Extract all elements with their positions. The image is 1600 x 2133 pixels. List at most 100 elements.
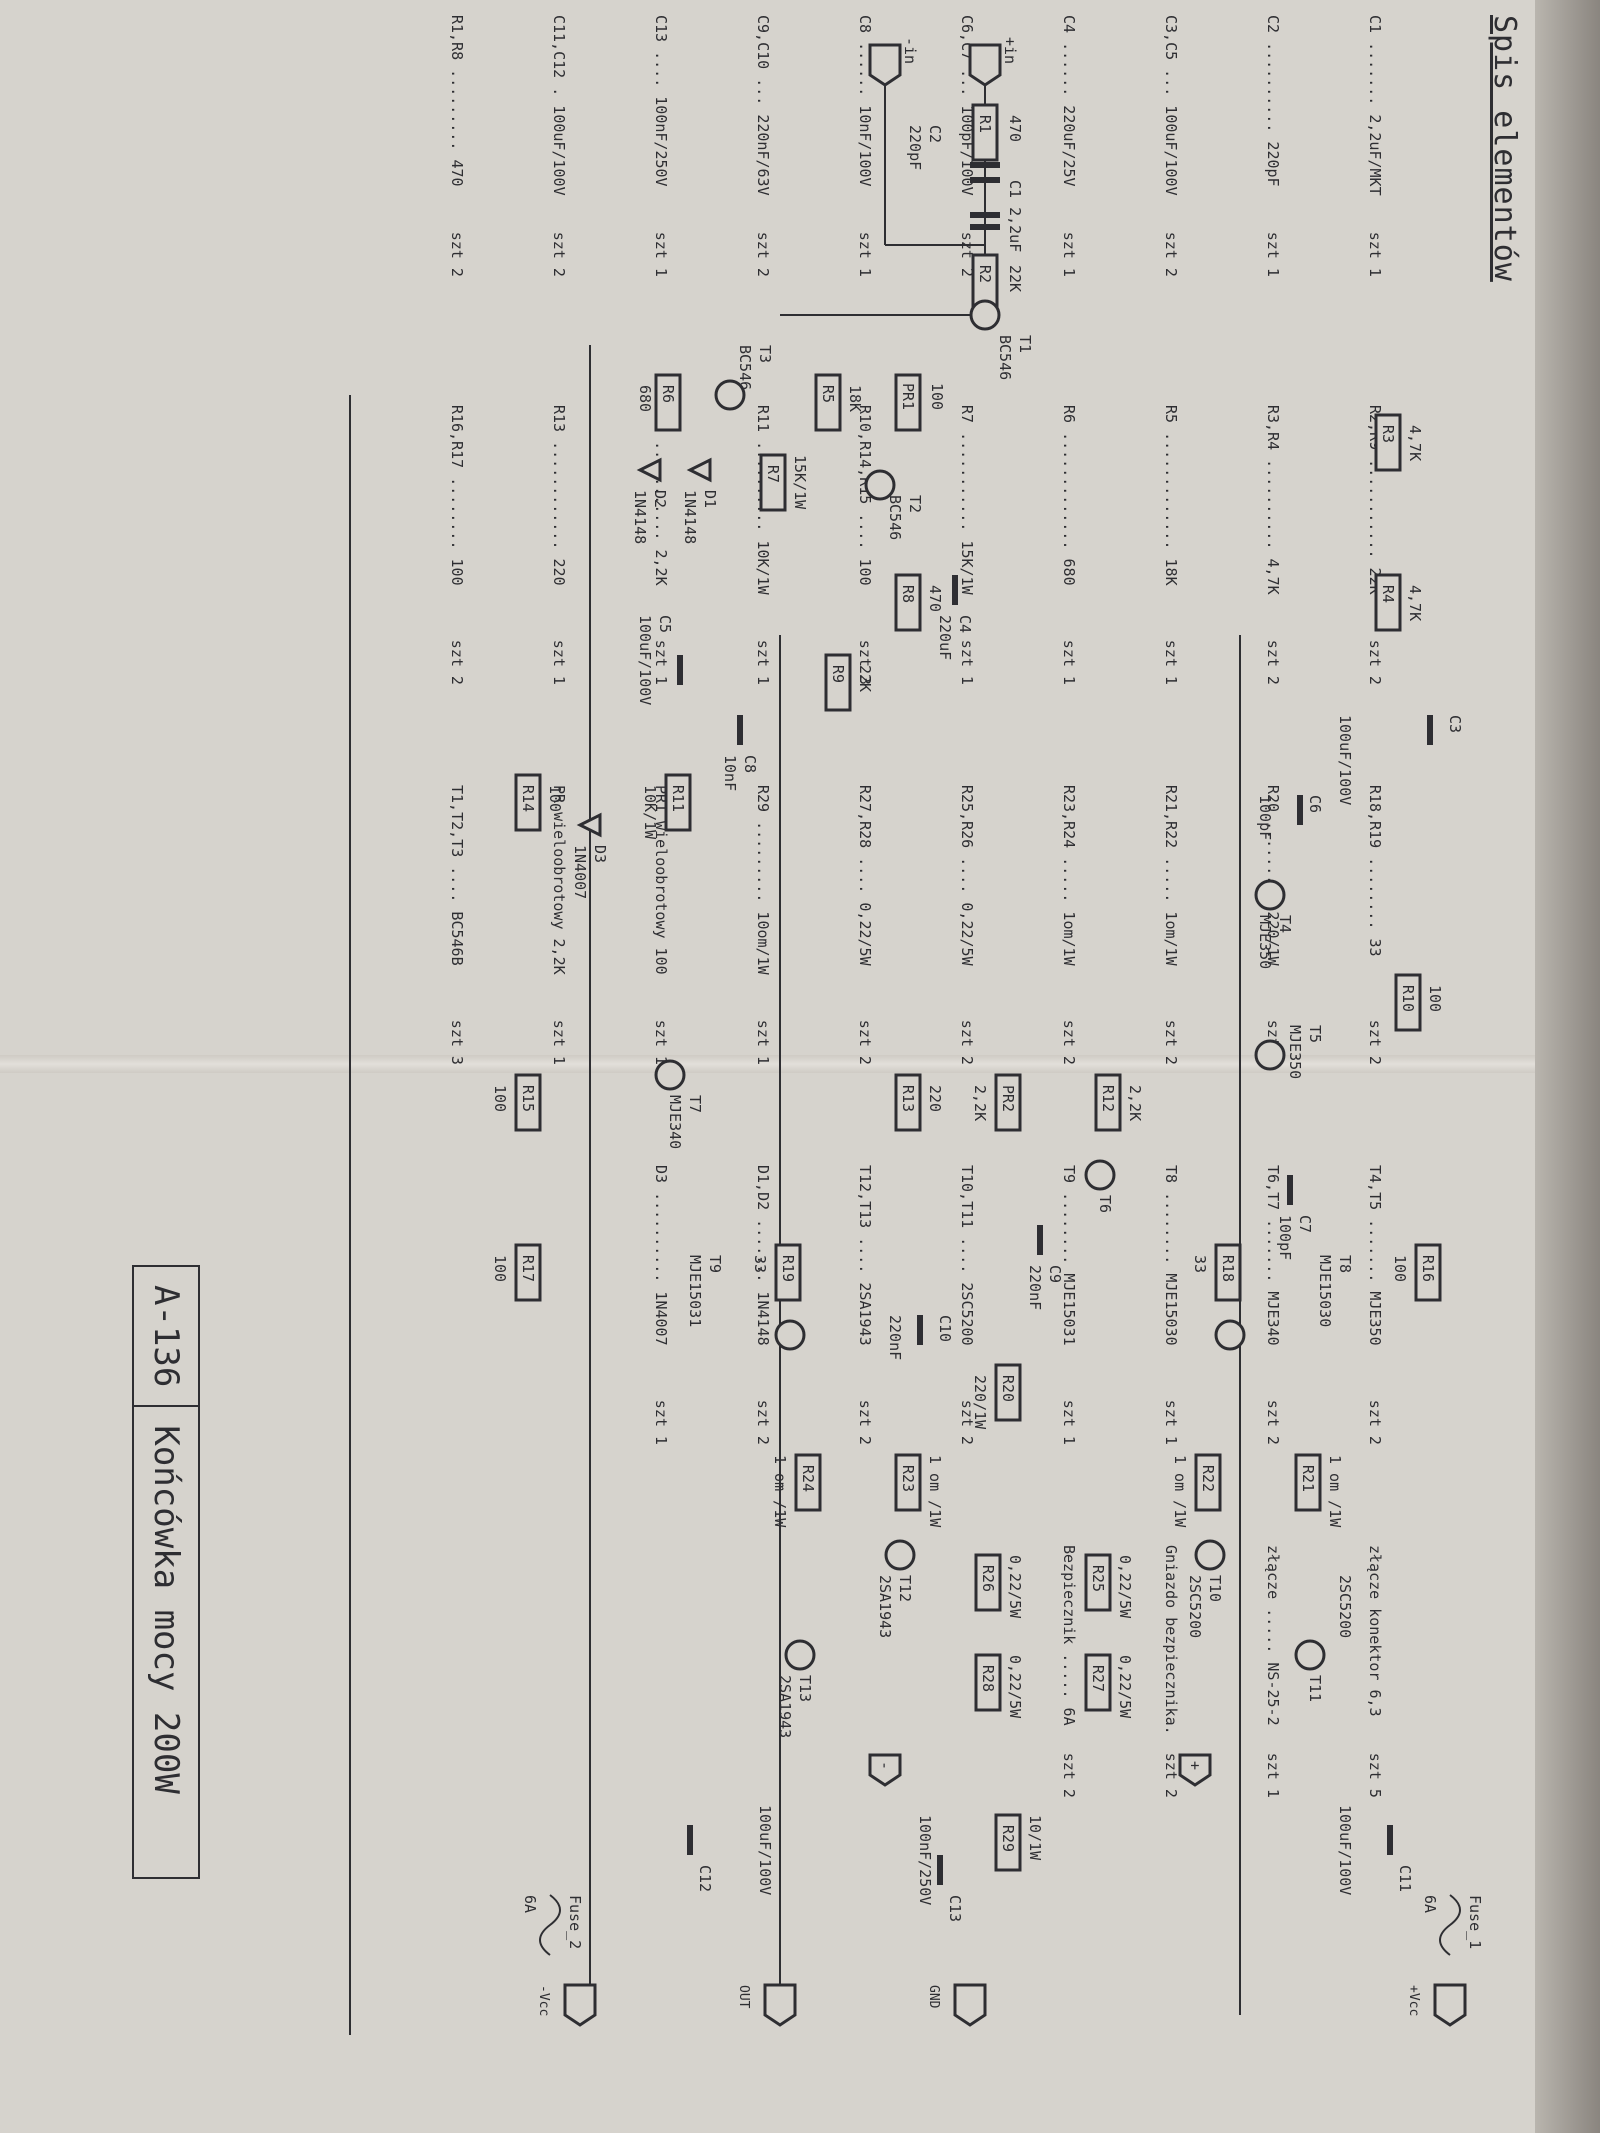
r14-value: 100 xyxy=(546,785,564,812)
d2-ref: D2 xyxy=(651,490,669,508)
t13-ref: T13 xyxy=(796,1675,814,1702)
in-minus-connector[interactable] xyxy=(868,43,902,87)
t9-symbol xyxy=(774,1319,806,1351)
c1-label: C1 2,2uF xyxy=(1006,180,1024,252)
r13-value: 220 xyxy=(926,1085,944,1112)
r26-value: 0,22/5W xyxy=(1006,1555,1024,1619)
r25-ref: R25 xyxy=(1089,1565,1107,1592)
r24-body xyxy=(794,1453,822,1512)
r5-value: 18K xyxy=(846,385,864,412)
r21-value: 1 om /1W xyxy=(1326,1455,1344,1528)
t10-symbol xyxy=(1194,1539,1226,1571)
t4-symbol xyxy=(1254,879,1286,911)
c2-value: 220pF xyxy=(906,125,924,170)
r9-ref: R9 xyxy=(829,665,847,683)
d1-ref: D1 xyxy=(701,490,719,508)
t9-type: MJE15031 xyxy=(686,1255,704,1327)
vcc-minus-connector[interactable] xyxy=(563,1983,597,2027)
r3-ref: R3 xyxy=(1379,425,1397,443)
r27-value: 0,22/5W xyxy=(1116,1655,1134,1719)
r8-ref: R8 xyxy=(899,585,917,603)
plus-connector[interactable] xyxy=(1178,1753,1212,1787)
r19-value: 33 xyxy=(751,1255,769,1273)
out-label: OUT xyxy=(736,1985,751,2009)
r12-body xyxy=(1094,1073,1122,1132)
pr1-ref: PR1 xyxy=(899,383,917,410)
t10-ref: T10 xyxy=(1206,1575,1224,1602)
r22-ref: R22 xyxy=(1199,1465,1217,1492)
c4-ref: C4 xyxy=(956,615,974,633)
r29-ref: R29 xyxy=(999,1825,1017,1852)
r15-value: 100 xyxy=(491,1085,509,1112)
r1-body xyxy=(971,103,999,162)
t12-ref: T12 xyxy=(896,1575,914,1602)
gnd-connector[interactable] xyxy=(953,1983,987,2027)
r6-ref: R6 xyxy=(659,385,677,403)
t8-ref: T8 xyxy=(1336,1255,1354,1273)
document-rotated: Spis elementów C1 ....... 2,2uF/MKT szt … xyxy=(60,15,1540,2105)
r17-value: 100 xyxy=(491,1255,509,1282)
t6-ref: T6 xyxy=(1096,1195,1114,1213)
r8-value: 470 xyxy=(926,585,944,612)
r15-body xyxy=(514,1073,542,1132)
r28-ref: R28 xyxy=(979,1665,997,1692)
c7-value: 100pF xyxy=(1276,1215,1294,1260)
r13-body xyxy=(894,1073,922,1132)
c7-ref: C7 xyxy=(1296,1215,1314,1233)
in-plus-connector[interactable] xyxy=(968,43,1002,87)
r14-ref: R14 xyxy=(519,785,537,812)
r20-body xyxy=(994,1363,1022,1422)
r12-ref: R12 xyxy=(1099,1085,1117,1112)
r7-value: 15K/1W xyxy=(791,455,809,510)
out-connector[interactable] xyxy=(763,1983,797,2027)
r12-value: 2,2K xyxy=(1126,1085,1144,1121)
r6-value: 680 xyxy=(636,385,654,412)
r21-body xyxy=(1294,1453,1322,1512)
r4-ref: R4 xyxy=(1379,585,1397,603)
r13-ref: R13 xyxy=(899,1085,917,1112)
in-plus-label: +in xyxy=(1001,37,1019,64)
r15-ref: R15 xyxy=(519,1085,537,1112)
c13-ref: C13 xyxy=(946,1895,964,1922)
minus-label: - xyxy=(876,1761,894,1770)
r18-body xyxy=(1214,1243,1242,1302)
fuse2-value: 6A xyxy=(521,1895,539,1913)
r17-body xyxy=(514,1243,542,1302)
fuse2-symbol xyxy=(539,1894,561,1956)
t2-type: BC546 xyxy=(886,495,904,540)
t8-symbol xyxy=(1214,1319,1246,1351)
d1-type: 1N4148 xyxy=(681,490,699,544)
r28-body xyxy=(974,1653,1002,1712)
r10-ref: R10 xyxy=(1399,985,1417,1012)
pr2-value: 2,2K xyxy=(971,1085,989,1121)
r18-ref: R18 xyxy=(1219,1255,1237,1282)
minus-connector[interactable] xyxy=(868,1753,902,1787)
r1-ref: R1 xyxy=(976,115,994,133)
r25-body xyxy=(1084,1553,1112,1612)
pr2-ref: PR2 xyxy=(999,1085,1017,1112)
vcc-plus-connector[interactable] xyxy=(1433,1983,1467,2027)
r24-value: 1 om /1W xyxy=(771,1455,789,1528)
r2-ref: R2 xyxy=(976,265,994,283)
r25-value: 0,22/5W xyxy=(1116,1555,1134,1619)
c10-value: 220nF xyxy=(886,1315,904,1360)
t3-symbol xyxy=(714,379,746,411)
t1-symbol xyxy=(969,299,1001,331)
r24-ref: R24 xyxy=(799,1465,817,1492)
r9-value: 22K xyxy=(856,665,874,692)
pr1-body xyxy=(894,373,922,432)
vcc-plus-label: +Vcc xyxy=(1406,1985,1421,2016)
c3-value: 100uF/100V xyxy=(1336,715,1354,805)
r16-value: 100 xyxy=(1391,1255,1409,1282)
t8-type: MJE15030 xyxy=(1316,1255,1334,1327)
r18-value: 33 xyxy=(1191,1255,1209,1273)
fuse1-value: 6A xyxy=(1421,1895,1439,1913)
c6-value: 100pF xyxy=(1256,795,1274,840)
c5-value: 100uF/100V xyxy=(636,615,654,705)
fuse1-ref: Fuse_1 xyxy=(1466,1895,1484,1949)
r10-value: 100 xyxy=(1426,985,1444,1012)
t11-type: 2SC5200 xyxy=(1336,1575,1354,1638)
r17-ref: R17 xyxy=(519,1255,537,1282)
r27-body xyxy=(1084,1653,1112,1712)
in-minus-label: -in xyxy=(901,37,919,64)
